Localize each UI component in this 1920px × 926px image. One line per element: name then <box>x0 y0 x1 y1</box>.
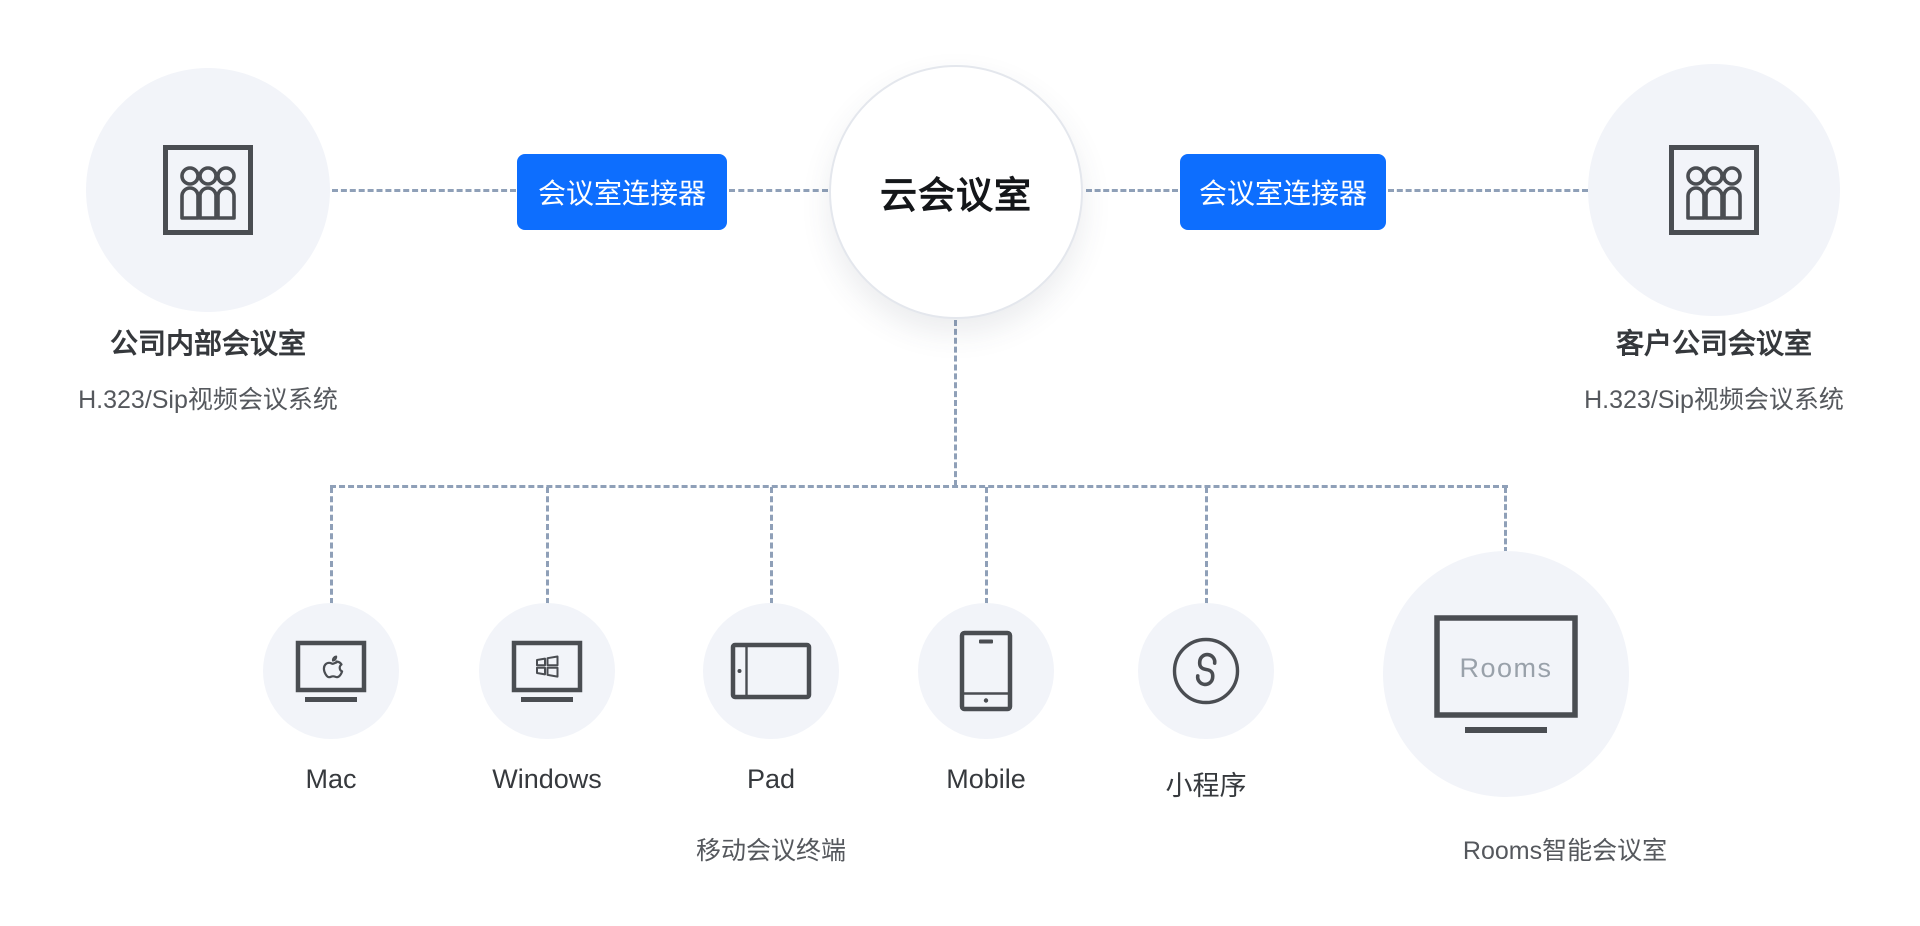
caption-mobile-terminals: 移动会议终端 <box>695 837 847 865</box>
device-node-pad <box>703 603 839 739</box>
meeting-room-people-icon <box>160 142 256 238</box>
device-label-windows: Windows <box>492 764 602 794</box>
internal-room-title: 公司内部会议室 <box>109 328 307 359</box>
tree-drop-rooms <box>1504 487 1507 553</box>
customer-meeting-room-node <box>1588 64 1840 316</box>
device-node-mac <box>263 603 399 739</box>
tree-stem-line <box>954 320 957 486</box>
internal-room-subtitle: H.323/Sip视频会议系统 <box>78 386 338 414</box>
tree-horizontal-line <box>330 485 1508 488</box>
internal-meeting-room-node <box>86 68 330 312</box>
tree-drop-windows <box>546 487 549 604</box>
miniprogram-icon <box>1171 636 1241 706</box>
customer-room-subtitle: H.323/Sip视频会议系统 <box>1584 386 1844 414</box>
caption-rooms: Rooms智能会议室 <box>1462 837 1668 865</box>
room-connector-button-left[interactable]: 会议室连接器 <box>517 154 727 230</box>
dashed-connector-left-1 <box>332 189 516 192</box>
tree-drop-mac <box>330 487 333 604</box>
tree-drop-miniprogram <box>1205 487 1208 604</box>
customer-room-title: 客户公司会议室 <box>1615 328 1813 359</box>
rooms-screen-label: Rooms <box>1459 653 1552 683</box>
mac-icon <box>293 638 369 704</box>
room-connector-button-right[interactable]: 会议室连接器 <box>1180 154 1386 230</box>
rooms-tv-icon: Rooms <box>1431 612 1581 737</box>
meeting-room-people-icon <box>1666 142 1762 238</box>
pad-icon <box>729 641 813 701</box>
tree-drop-pad <box>770 487 773 604</box>
device-label-mobile: Mobile <box>946 764 1026 794</box>
tree-drop-mobile <box>985 487 988 604</box>
cloud-meeting-room-label: 云会议室 <box>880 175 1032 216</box>
dashed-connector-right-1 <box>1086 189 1178 192</box>
device-label-mac: Mac <box>305 764 357 794</box>
device-node-rooms: Rooms <box>1383 551 1629 797</box>
dashed-connector-left-2 <box>729 189 828 192</box>
cloud-meeting-room-node: 云会议室 <box>829 65 1083 319</box>
mobile-icon <box>958 629 1014 713</box>
device-node-windows <box>479 603 615 739</box>
windows-icon <box>509 638 585 704</box>
device-label-miniprogram: 小程序 <box>1165 771 1247 801</box>
device-node-mobile <box>918 603 1054 739</box>
device-label-pad: Pad <box>746 764 796 794</box>
dashed-connector-right-2 <box>1388 189 1588 192</box>
device-node-miniprogram <box>1138 603 1274 739</box>
